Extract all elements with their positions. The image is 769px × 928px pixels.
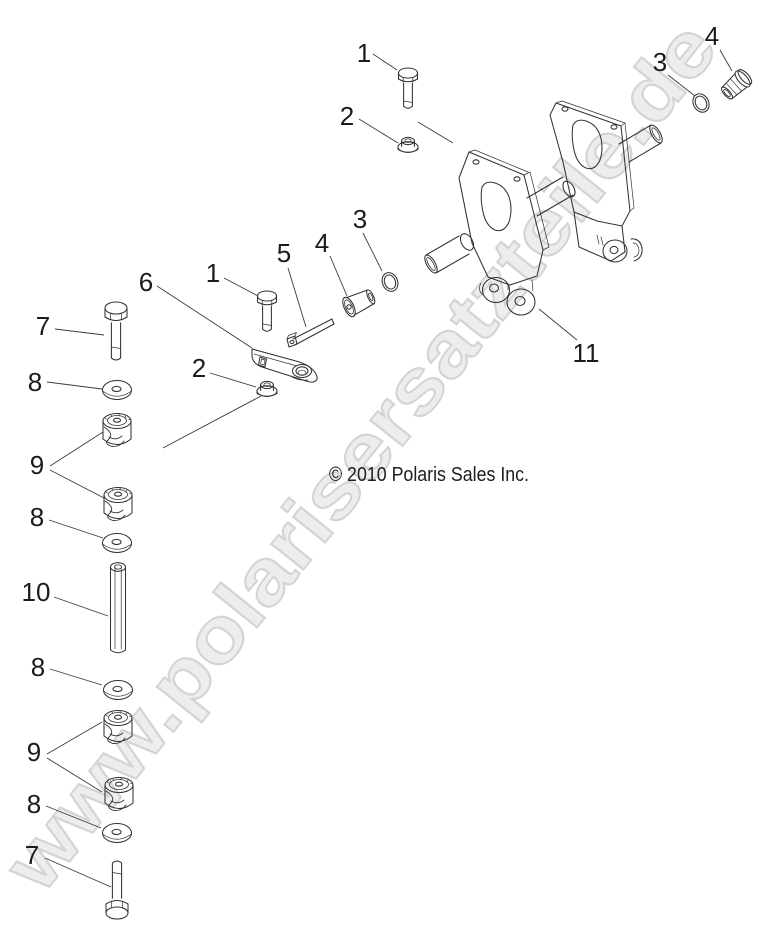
callout-label-8: 8	[31, 652, 45, 682]
callout-label-2: 2	[340, 101, 354, 131]
part-oring-3-mid	[378, 269, 402, 295]
callout-label-3: 3	[353, 204, 367, 234]
part-bushing-9-a2	[103, 486, 133, 522]
watermark-text: www.polarisersatzteile.de	[0, 5, 734, 908]
leader-line-part-8	[48, 519, 104, 539]
callout-label-3: 3	[653, 47, 667, 77]
leader-line-part-10	[53, 596, 109, 617]
leader-line-part-7	[44, 857, 112, 888]
leader-line-part-8	[45, 805, 102, 829]
part-washer-8-b	[101, 532, 133, 554]
leader-line-part-8	[49, 668, 103, 686]
callout-label-9: 9	[30, 450, 44, 480]
leader-line-part-2	[358, 118, 399, 144]
assembly-axis-line	[162, 395, 262, 449]
callout-label-1: 1	[357, 38, 371, 68]
part-key-5	[286, 318, 335, 348]
part-shaft-tube	[424, 124, 663, 274]
callout-label-8: 8	[30, 502, 44, 532]
callout-label-7: 7	[25, 840, 39, 870]
leader-line-part-9	[49, 469, 105, 499]
leader-line-part-7	[54, 328, 105, 336]
leader-line-part-9	[46, 721, 103, 755]
callout-label-4: 4	[705, 21, 719, 51]
part-flange-nut-2-mid	[256, 380, 278, 398]
callout-label-5: 5	[277, 238, 291, 268]
leader-line-part-9	[46, 757, 103, 793]
part-bracket-right	[549, 100, 643, 263]
leader-line-part-3	[362, 232, 383, 272]
callout-label-8: 8	[28, 367, 42, 397]
part-bushing-4-mid	[342, 289, 376, 318]
part-bushing-9-a1	[102, 412, 132, 448]
callout-label-11: 11	[573, 338, 600, 368]
leader-line-part-1	[223, 277, 259, 297]
callout-label-10: 10	[22, 577, 51, 607]
leader-line-part-4	[719, 49, 733, 72]
parts-layer	[101, 67, 753, 920]
leader-line-part-11	[538, 308, 578, 341]
leader-line-part-4	[329, 255, 348, 297]
leader-line-part-8	[46, 381, 103, 390]
callout-label-1: 1	[206, 258, 220, 288]
copyright-text: © 2010 Polaris Sales Inc.	[329, 464, 529, 486]
part-bolt-7-lower	[105, 860, 129, 920]
part-bracket-left	[458, 149, 550, 316]
part-torsion-arm-6	[251, 348, 318, 383]
callout-label-4: 4	[315, 228, 329, 258]
part-bolt-1-upper	[397, 67, 419, 109]
leader-line-part-2	[209, 372, 257, 388]
leader-line-part-9	[49, 431, 104, 467]
callout-label-8: 8	[27, 789, 41, 819]
leader-line-part-6	[156, 285, 253, 349]
assembly-axis-line	[417, 121, 454, 144]
callout-label-9: 9	[27, 737, 41, 767]
part-bushing-4-upper	[720, 69, 753, 100]
part-spacer-10	[109, 562, 127, 654]
leader-line-part-3	[667, 74, 696, 97]
part-bolt-7-upper	[104, 301, 128, 361]
callout-label-7: 7	[36, 311, 50, 341]
leader-line-part-1	[372, 53, 398, 71]
part-bolt-1-mid	[256, 290, 278, 332]
callout-label-6: 6	[139, 267, 153, 297]
part-washer-8-a	[101, 379, 133, 401]
leader-line-part-5	[287, 267, 307, 328]
part-flange-nut-2-upper	[397, 136, 419, 154]
callout-label-2: 2	[192, 353, 206, 383]
